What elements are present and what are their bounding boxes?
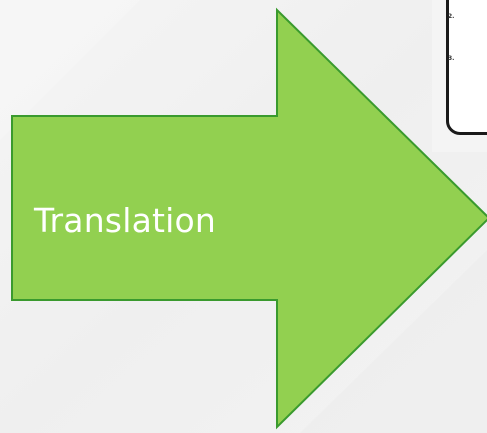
document-page-outline bbox=[446, 0, 487, 135]
arrow-label: Translation bbox=[34, 204, 216, 237]
document-item-number: 3. bbox=[448, 56, 454, 62]
document-item-number: 2. bbox=[448, 14, 454, 20]
document-thumbnail: 2. 3. bbox=[432, 0, 487, 152]
